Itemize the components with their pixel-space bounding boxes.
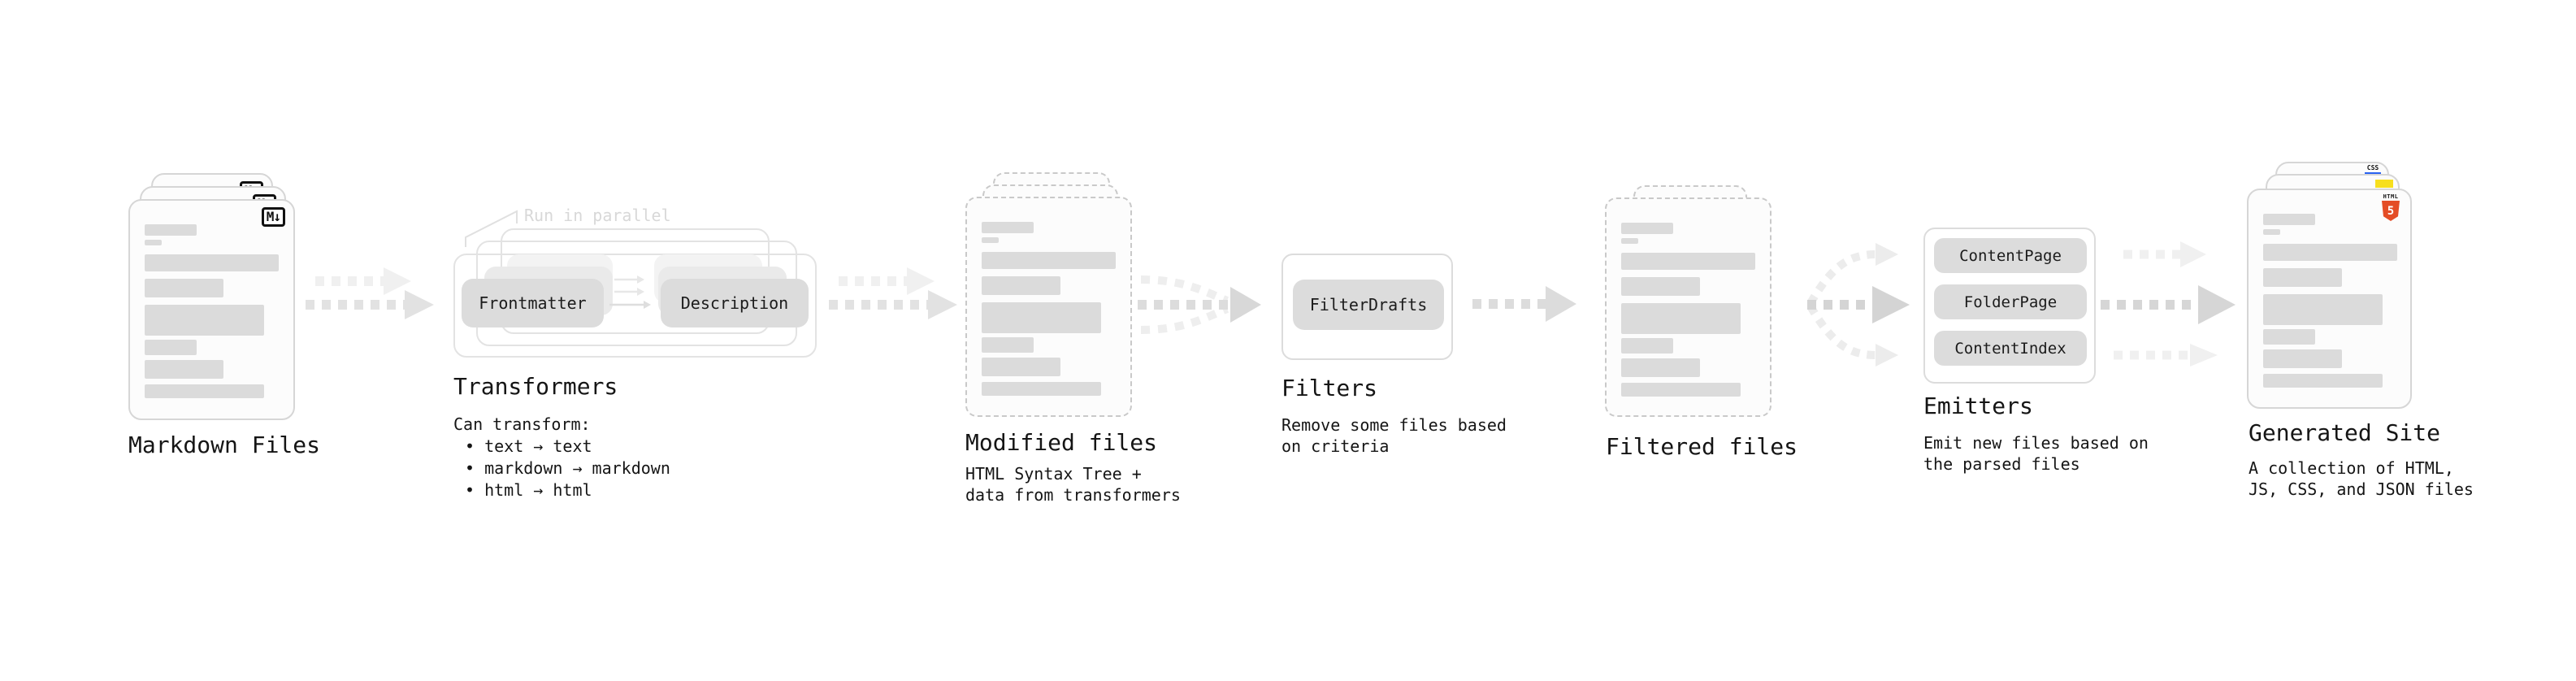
doc-bar bbox=[145, 240, 162, 245]
transformer-pill-description: Description bbox=[661, 279, 809, 327]
doc-bar bbox=[1621, 253, 1755, 270]
doc-bar bbox=[982, 302, 1101, 333]
document-placeholder-lines bbox=[145, 224, 279, 398]
doc-bar bbox=[2263, 214, 2315, 225]
stage-title-emitters: Emitters bbox=[1923, 393, 2033, 419]
desc-line: Remove some files based bbox=[1281, 415, 1507, 435]
doc-bar bbox=[2263, 349, 2342, 368]
transformer-frame-front bbox=[453, 254, 817, 358]
bullet-item: • html → html bbox=[465, 480, 592, 500]
doc-bar bbox=[2263, 329, 2315, 345]
generated-html-file-card: HTML 5 bbox=[2247, 189, 2412, 409]
flow-arrow-single-icon bbox=[1472, 286, 1576, 322]
emitter-pill-contentindex: ContentIndex bbox=[1934, 331, 2087, 366]
html5-word: HTML bbox=[2383, 193, 2399, 200]
desc-line: A collection of HTML, bbox=[2249, 458, 2454, 478]
desc-line: JS, CSS, and JSON files bbox=[2249, 479, 2474, 499]
emitters-desc: Emit new files based on the parsed files bbox=[1923, 432, 2149, 475]
doc-bar bbox=[145, 279, 223, 297]
flow-arrow-double-icon bbox=[829, 267, 957, 319]
modified-files-desc: HTML Syntax Tree + data from transformer… bbox=[965, 463, 1181, 505]
doc-bar bbox=[982, 222, 1034, 233]
filters-desc: Remove some files based on criteria bbox=[1281, 414, 1507, 457]
doc-bar bbox=[982, 358, 1060, 376]
doc-bar bbox=[2263, 268, 2342, 287]
doc-bar bbox=[1621, 303, 1741, 334]
emitter-pill-contentpage: ContentPage bbox=[1934, 238, 2087, 273]
flow-arrow-triple-icon bbox=[2101, 241, 2236, 367]
filter-pill-filterdrafts: FilterDrafts bbox=[1293, 280, 1444, 330]
flow-arrow-converge-icon bbox=[1138, 275, 1261, 334]
html5-shield: 5 bbox=[2382, 201, 2400, 221]
document-placeholder-lines bbox=[1621, 223, 1755, 397]
doc-bar bbox=[982, 276, 1060, 295]
doc-bar bbox=[1621, 383, 1741, 397]
doc-bar bbox=[982, 252, 1116, 269]
doc-bar bbox=[145, 384, 264, 398]
emitter-pill-folderpage: FolderPage bbox=[1934, 284, 2087, 319]
stage-title-filters: Filters bbox=[1281, 375, 1378, 401]
doc-bar bbox=[982, 382, 1101, 396]
doc-bar bbox=[982, 337, 1034, 353]
annotation-leader-line bbox=[465, 210, 518, 247]
html5-number: 5 bbox=[2387, 204, 2395, 218]
stage-title-filtered-files: Filtered files bbox=[1606, 433, 1798, 460]
filtered-file-card-front bbox=[1605, 197, 1772, 417]
parallel-arrows-icon bbox=[609, 275, 651, 309]
doc-bar bbox=[145, 305, 264, 336]
doc-bar bbox=[2263, 229, 2280, 235]
flow-arrow-double-icon bbox=[306, 267, 434, 319]
flow-arrow-fanout-icon bbox=[1806, 243, 1910, 367]
modified-file-card-front bbox=[965, 197, 1132, 417]
doc-bar bbox=[982, 237, 999, 243]
stage-title-transformers: Transformers bbox=[453, 373, 618, 400]
doc-bar bbox=[1621, 338, 1673, 354]
doc-bar bbox=[1621, 238, 1638, 244]
transformers-desc-heading: Can transform: bbox=[453, 414, 591, 434]
markdown-icon: M↓ bbox=[261, 207, 285, 227]
desc-line: the parsed files bbox=[1923, 454, 2080, 474]
bullet-item: • text → text bbox=[465, 436, 592, 456]
doc-bar bbox=[2263, 374, 2383, 388]
doc-bar bbox=[1621, 223, 1673, 234]
stage-title-modified-files: Modified files bbox=[965, 429, 1158, 456]
stage-title-generated-site: Generated Site bbox=[2249, 419, 2441, 446]
document-placeholder-lines bbox=[982, 222, 1116, 396]
css-badge-label: CSS bbox=[2366, 164, 2379, 171]
transformer-pill-frontmatter: Frontmatter bbox=[462, 279, 604, 327]
doc-bar bbox=[2263, 294, 2383, 325]
doc-bar bbox=[145, 340, 197, 355]
doc-bar bbox=[145, 254, 279, 271]
run-in-parallel-label: Run in parallel bbox=[524, 206, 671, 225]
generated-site-desc: A collection of HTML, JS, CSS, and JSON … bbox=[2249, 458, 2474, 500]
transformers-bullet-list: • text → text • markdown → markdown • ht… bbox=[453, 436, 670, 501]
document-placeholder-lines bbox=[2263, 214, 2397, 388]
desc-line: HTML Syntax Tree + bbox=[965, 464, 1142, 484]
doc-bar bbox=[2263, 244, 2397, 261]
js-file-icon bbox=[2375, 180, 2393, 188]
stage-title-markdown-files: Markdown Files bbox=[128, 432, 321, 458]
desc-line: Emit new files based on bbox=[1923, 433, 2149, 453]
doc-bar bbox=[1621, 358, 1700, 377]
markdown-file-card-front: M↓ bbox=[128, 199, 295, 420]
desc-line: on criteria bbox=[1281, 436, 1390, 456]
doc-bar bbox=[145, 224, 197, 236]
html5-icon: HTML 5 bbox=[2382, 193, 2400, 221]
doc-bar bbox=[145, 360, 223, 379]
doc-bar bbox=[1621, 277, 1700, 296]
desc-line: data from transformers bbox=[965, 485, 1181, 505]
bullet-item: • markdown → markdown bbox=[465, 458, 670, 478]
